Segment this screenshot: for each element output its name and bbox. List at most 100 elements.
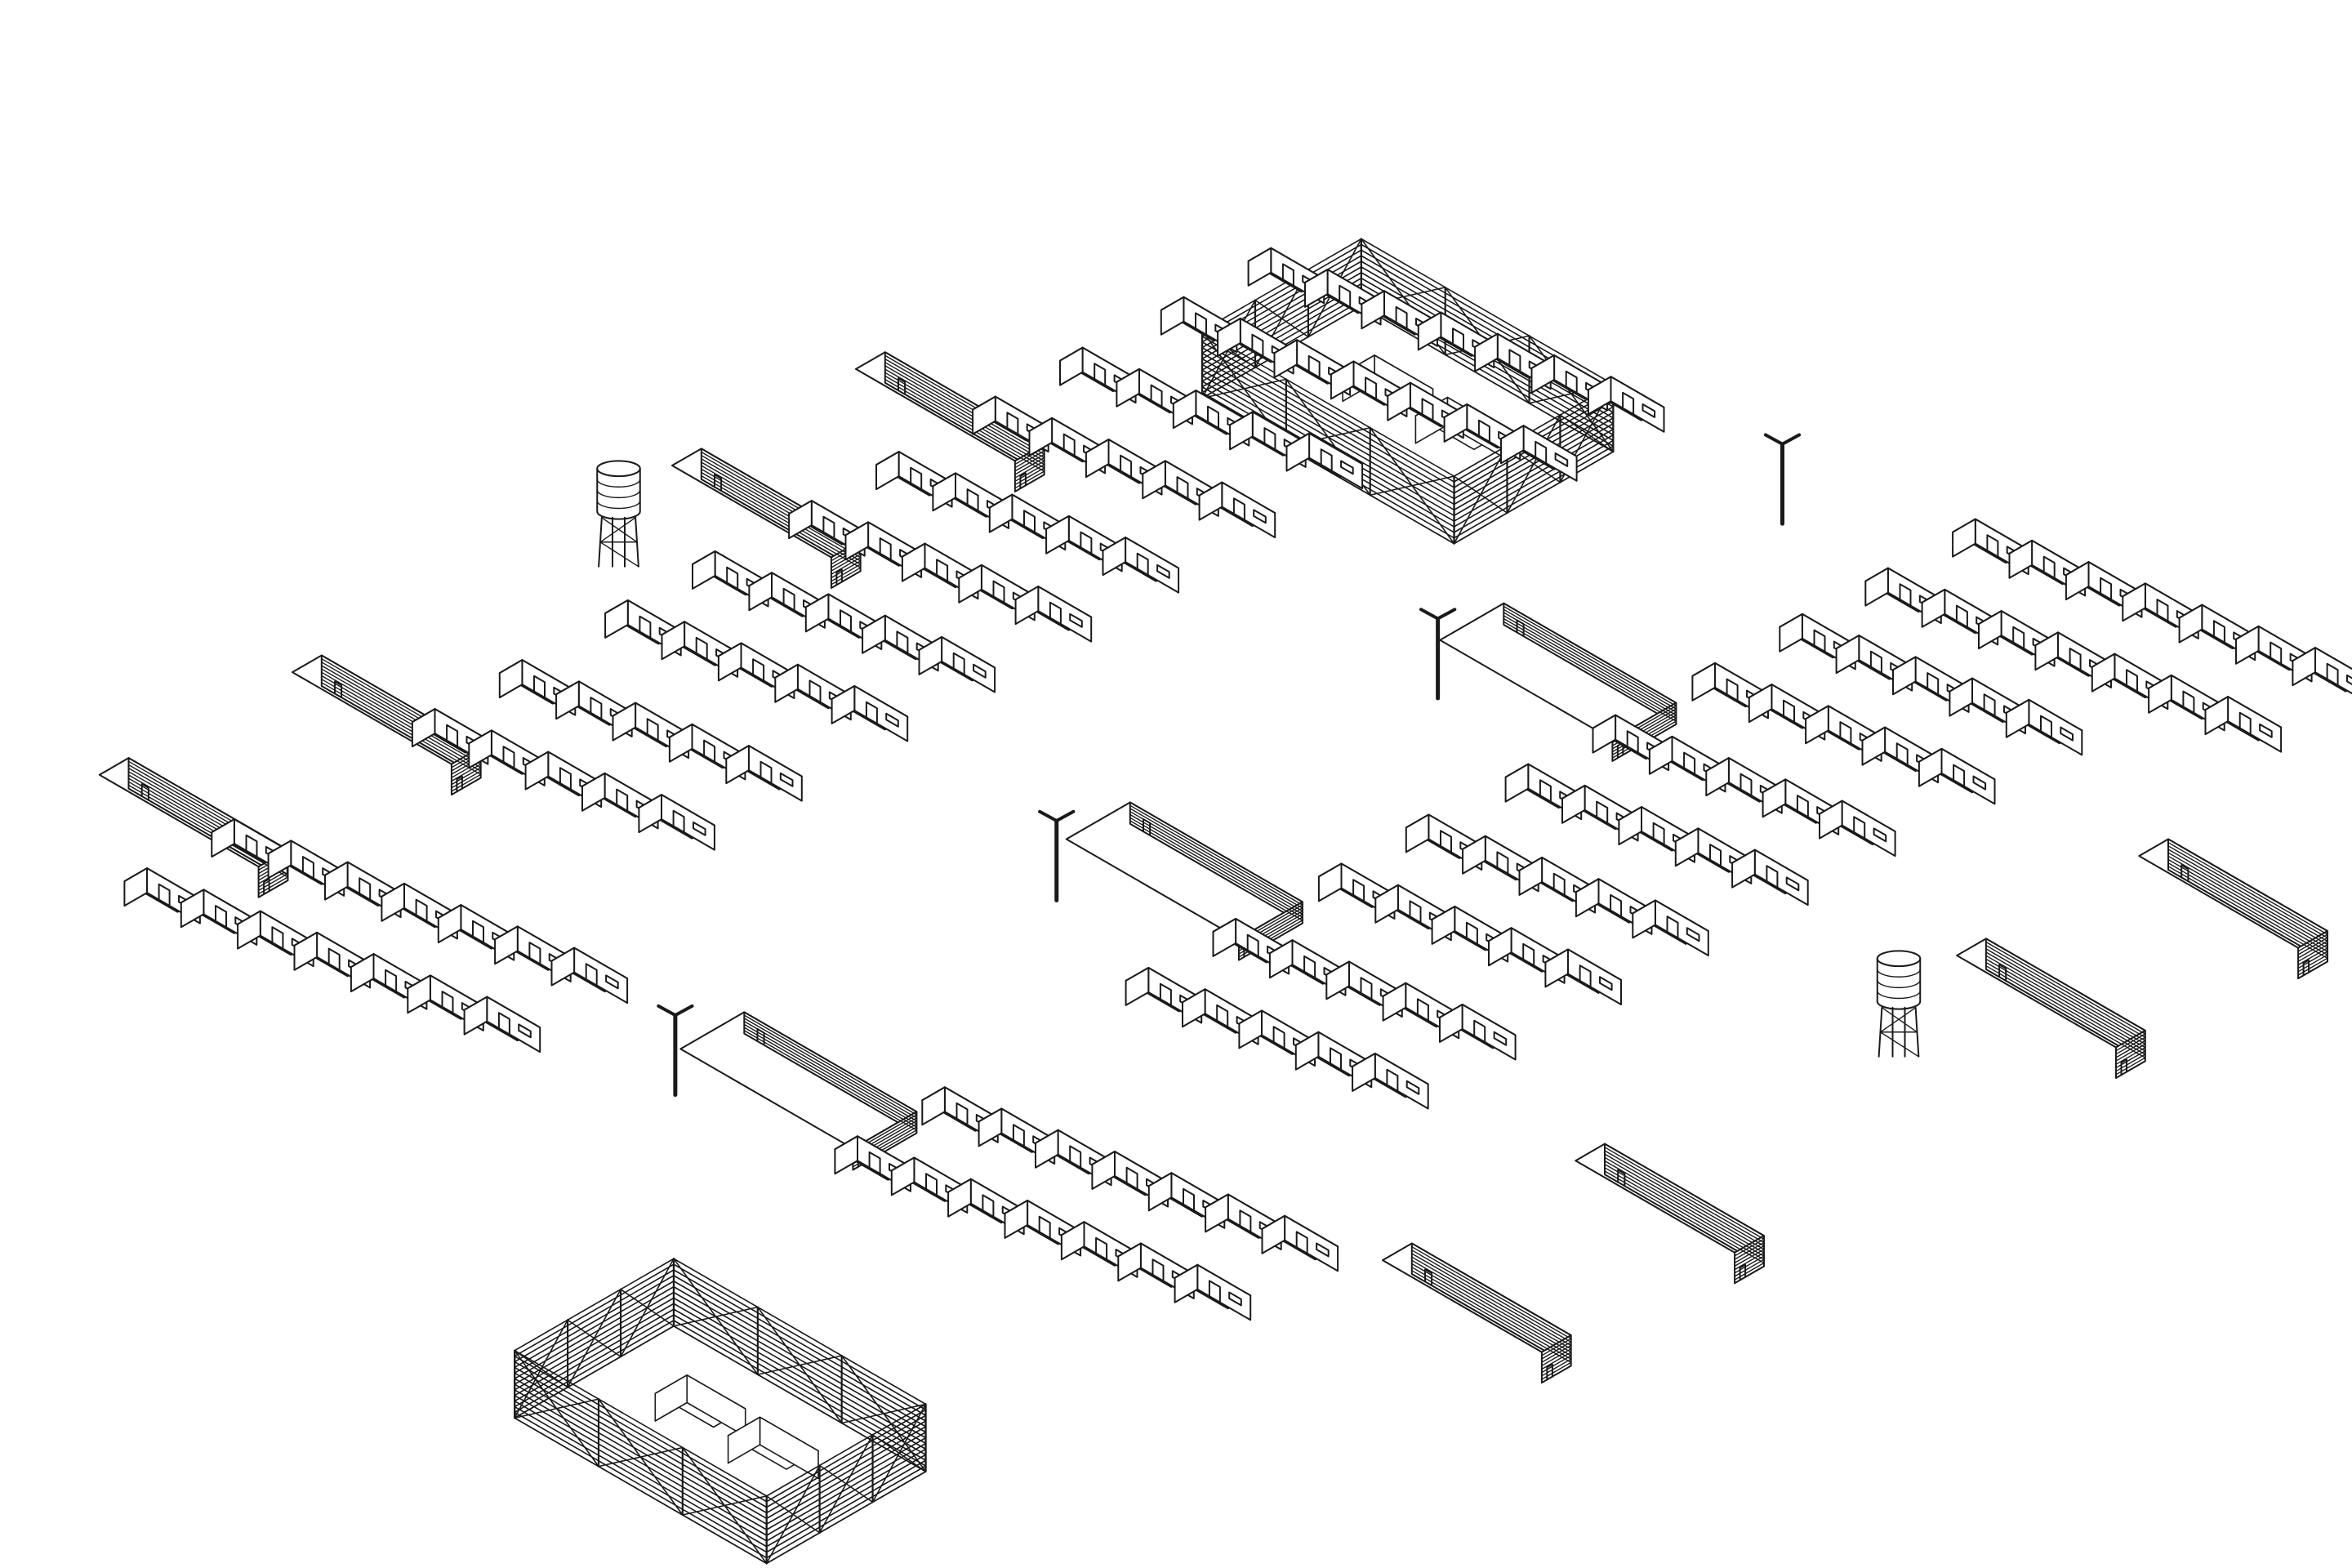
door	[1986, 534, 1999, 558]
container-unit	[1439, 1004, 1517, 1061]
container-end	[1762, 778, 1787, 818]
container-end	[1462, 835, 1486, 875]
siding-line	[1411, 1266, 1572, 1377]
container-end	[1918, 747, 1943, 787]
door	[334, 680, 343, 699]
siding-line	[1985, 961, 2146, 1072]
door	[1019, 472, 1027, 490]
door	[472, 920, 484, 944]
siding-line	[2167, 845, 2328, 956]
container-unit	[1352, 1053, 1429, 1110]
door	[1307, 354, 1321, 379]
door	[1726, 678, 1739, 702]
door	[639, 615, 652, 639]
fence-wire	[765, 1442, 927, 1536]
door	[1709, 844, 1722, 867]
door	[982, 1194, 995, 1218]
pole-lamps	[657, 1004, 694, 1018]
fence-brace	[682, 1446, 768, 1565]
container-end	[1091, 1151, 1116, 1190]
container-end	[1182, 988, 1206, 1028]
container-end	[1229, 411, 1254, 451]
door	[1895, 742, 1909, 766]
door	[956, 1102, 969, 1126]
container-end	[494, 925, 519, 965]
fence-wire	[1453, 434, 1615, 528]
container-end	[1731, 849, 1756, 889]
container-end	[1125, 967, 1150, 1006]
container-end	[2034, 631, 2059, 671]
container-end	[2005, 698, 2030, 738]
fence-wire	[1201, 369, 1455, 517]
door	[2100, 577, 2113, 601]
fence-wire	[1201, 358, 1455, 506]
fence-wire	[514, 1320, 675, 1414]
container-end	[1443, 403, 1468, 443]
container-end	[947, 1178, 972, 1218]
window	[1493, 1031, 1508, 1046]
siding-line	[321, 679, 482, 789]
fence-brace	[620, 1258, 675, 1358]
container-end	[862, 614, 886, 654]
container-end	[1648, 735, 1673, 775]
window	[1156, 564, 1170, 579]
container-end	[1805, 705, 1829, 745]
container-end	[1417, 311, 1442, 351]
door	[1263, 427, 1276, 451]
door	[1023, 510, 1036, 533]
door	[910, 466, 923, 491]
door	[301, 856, 314, 880]
container-end	[958, 564, 982, 604]
door	[1522, 942, 1535, 967]
door	[672, 809, 685, 834]
container-unit	[1587, 376, 1665, 433]
container-end	[180, 889, 205, 929]
container-unit	[1102, 537, 1180, 594]
fence-wire	[514, 1303, 675, 1396]
tank-top	[1876, 950, 1922, 968]
container-end	[1317, 862, 1343, 902]
container-end	[324, 861, 349, 901]
siding-line	[884, 372, 1045, 483]
door	[865, 701, 878, 724]
fence-wire	[514, 1411, 768, 1559]
window	[1785, 876, 1800, 892]
light-pole	[1419, 608, 1457, 701]
siding-line	[1604, 1150, 1765, 1260]
door	[1006, 412, 1019, 435]
fence-wire	[1361, 238, 1615, 385]
siding-line	[1604, 1170, 1765, 1281]
door	[992, 580, 1005, 604]
siding-line	[884, 362, 1045, 472]
container-end	[1674, 827, 1699, 867]
door	[1853, 816, 1866, 840]
door	[936, 559, 949, 582]
container-end	[1059, 346, 1084, 386]
fence-wire	[1201, 288, 1362, 382]
siding-line	[701, 475, 862, 586]
door	[1069, 1145, 1082, 1169]
siding-line	[743, 1018, 918, 1156]
fence-wire	[514, 1263, 675, 1357]
container-unit	[1918, 747, 1996, 805]
container-end	[901, 542, 926, 582]
window	[605, 974, 619, 990]
container-end	[1035, 1129, 1059, 1169]
door	[1869, 650, 1882, 675]
fence-wire	[1361, 305, 1615, 452]
container-end	[1361, 290, 1385, 330]
container-end	[463, 996, 488, 1036]
door	[756, 1028, 765, 1046]
window	[1316, 1242, 1330, 1258]
door	[1360, 977, 1373, 1000]
container-end	[1374, 884, 1399, 924]
container-end	[1273, 339, 1298, 379]
siding-line	[1985, 958, 2146, 1069]
container-end	[1587, 376, 1612, 416]
siding-line	[1985, 941, 2146, 1052]
container-end	[555, 680, 580, 720]
door	[822, 515, 835, 540]
fence-wire	[514, 1314, 675, 1408]
fence-wire	[514, 1366, 768, 1514]
container-end	[668, 723, 693, 763]
